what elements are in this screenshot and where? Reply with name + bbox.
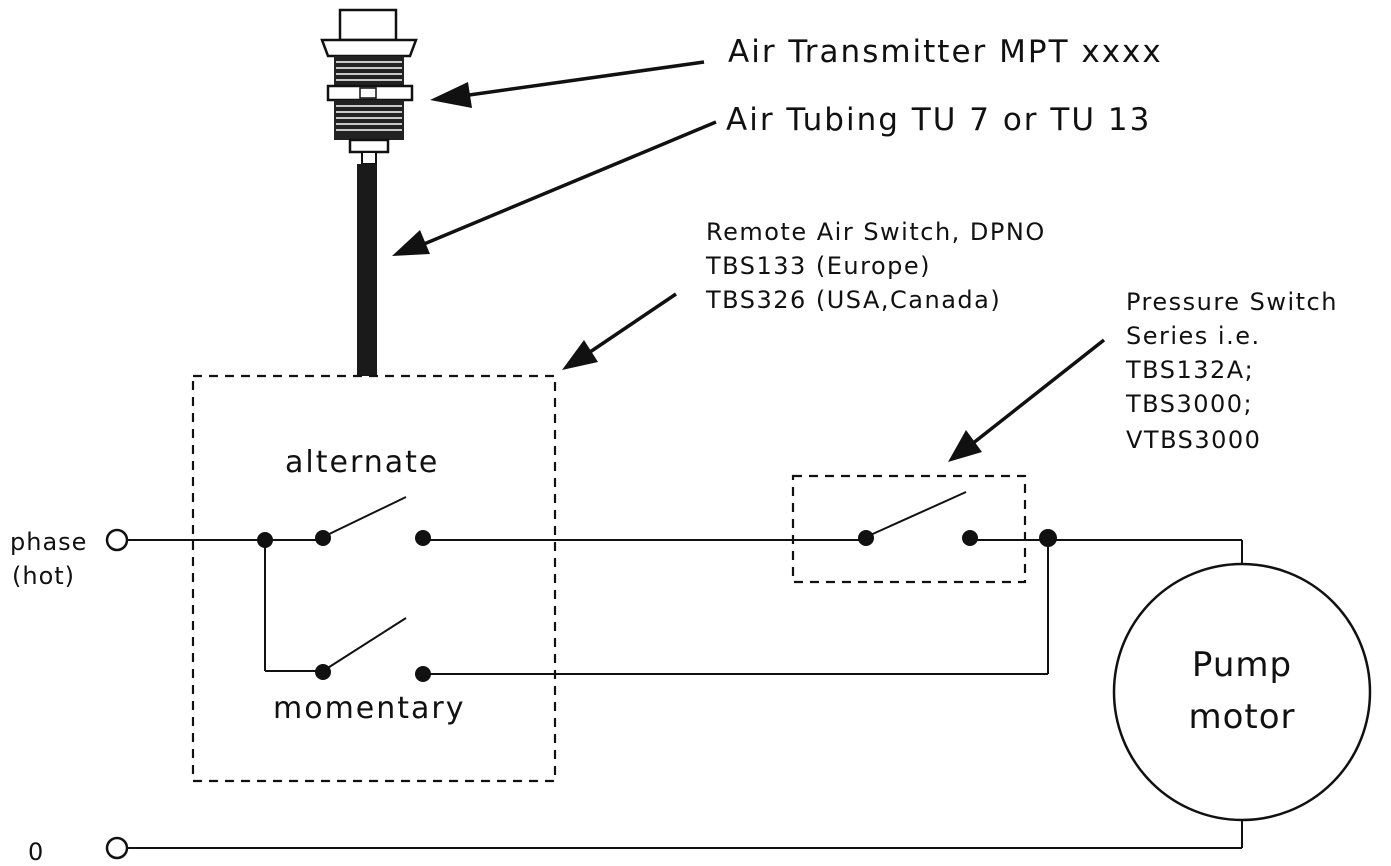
neutral-terminal <box>105 836 129 860</box>
air-tubing-label: Air Tubing TU 7 or TU 13 <box>726 102 1151 138</box>
contact-dots <box>257 529 1057 682</box>
pressure-switch-label-4: TBS3000; <box>1125 390 1253 418</box>
momentary-label: momentary <box>273 691 466 726</box>
pressure-switch-label-1: Pressure Switch <box>1126 288 1338 316</box>
motor-label: motor <box>1188 697 1295 737</box>
alternate-switch-blade <box>322 496 407 538</box>
air-transmitter-label: Air Transmitter MPT xxxx <box>728 34 1163 70</box>
pump-motor <box>1112 562 1372 822</box>
phase-label: phase <box>10 528 87 556</box>
pressure-switch-label-2: Series i.e. <box>1126 322 1261 350</box>
hot-label: (hot) <box>12 562 75 590</box>
remote-switch-label-1: Remote Air Switch, DPNO <box>706 218 1046 246</box>
alternate-label: alternate <box>285 445 439 480</box>
remote-switch-label-3: TBS326 (USA,Canada) <box>705 286 1001 314</box>
phase-terminal <box>105 528 129 552</box>
arrow-remote-switch <box>562 292 677 370</box>
arrow-air-tubing <box>392 120 717 256</box>
pressure-switch-box <box>791 474 1027 584</box>
pressure-switch-label-5: VTBS3000 <box>1126 426 1261 454</box>
air-transmitter-icon <box>320 8 418 165</box>
air-tubing-icon <box>357 164 377 376</box>
remote-air-switch-box <box>191 374 557 783</box>
pressure-switch-label-3: TBS132A; <box>1125 356 1254 384</box>
pressure-switch-blade <box>865 491 967 538</box>
arrow-pressure-switch <box>948 338 1106 462</box>
pump-label: Pump <box>1192 645 1292 685</box>
circuit-wires <box>128 539 1243 849</box>
arrow-air-transmitter <box>430 60 705 108</box>
neutral-label: 0 <box>28 838 44 866</box>
remote-switch-label-2: TBS133 (Europe) <box>705 252 931 280</box>
momentary-switch-blade <box>322 617 407 672</box>
